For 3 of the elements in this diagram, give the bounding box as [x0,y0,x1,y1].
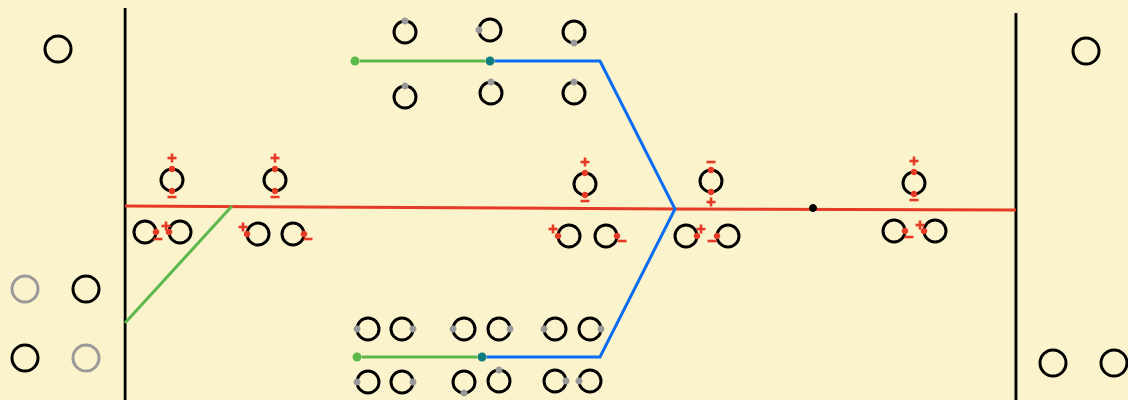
line-segment [361,355,478,359]
line-segment [359,59,486,63]
connector-line [486,59,677,359]
